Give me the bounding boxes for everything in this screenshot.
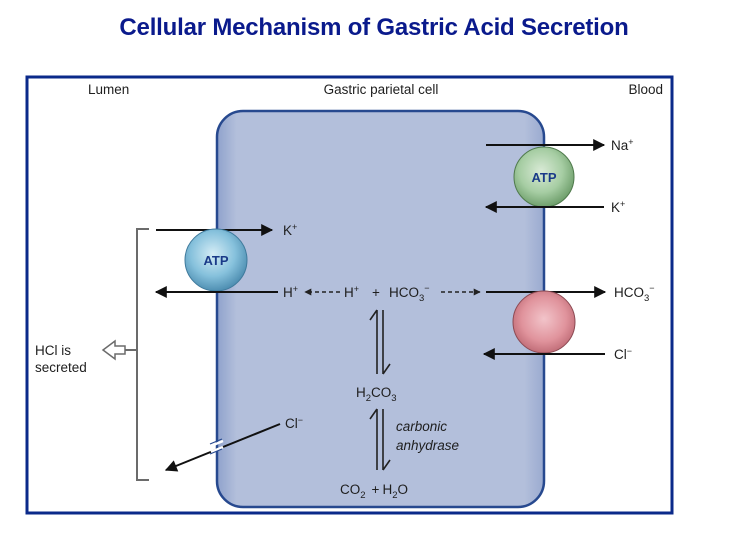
ion-h-apical: H+: [283, 284, 298, 300]
hcl-secretion-bracket: [101, 228, 149, 481]
diagram-title: Cellular Mechanism of Gastric Acid Secre…: [119, 14, 629, 41]
exchanger-red: [512, 290, 576, 354]
ion-k-blood: K+: [611, 199, 625, 215]
carbonic-acid-dissociation: H+ H+ + HCO3−: [283, 283, 481, 304]
carbonic-acid: H2CO3: [356, 385, 397, 404]
ion-cl-cell: Cl−: [285, 415, 303, 431]
ion-bicarbonate-blood: HCO3−: [614, 283, 655, 304]
equilibrium-arrow-lower: [369, 408, 391, 471]
parietal-cell: [215, 109, 546, 509]
ion-cl-blood: Cl−: [614, 346, 632, 362]
apical-chloride-channel: Cl−: [164, 415, 303, 472]
label-blood: Blood: [628, 82, 663, 97]
apical-h-k-atpase: ATP K+: [154, 222, 297, 298]
ion-bicarbonate-cytosol: HCO3−: [389, 283, 430, 304]
ion-na: Na+: [611, 137, 634, 153]
plus-sign: +: [372, 285, 380, 300]
hollow-arrow-icon: [101, 339, 126, 361]
label-parietal-cell: Gastric parietal cell: [324, 82, 439, 97]
equilibrium-arrow-upper: [369, 309, 391, 375]
label-lumen: Lumen: [88, 82, 129, 97]
ion-h-cytosol: H+: [344, 284, 359, 300]
atp-label-basolateral: ATP: [531, 170, 556, 185]
co2-plus-h2o: CO2+H2O: [340, 482, 408, 501]
atp-label-apical: ATP: [203, 253, 228, 268]
basolateral-na-k-atpase: ATP Na+ K+: [484, 137, 634, 215]
membrane-channel-gap: [210, 439, 224, 454]
ion-k-cell: K+: [283, 222, 297, 238]
cl-hco3-exchanger: HCO3− Cl−: [482, 283, 655, 362]
